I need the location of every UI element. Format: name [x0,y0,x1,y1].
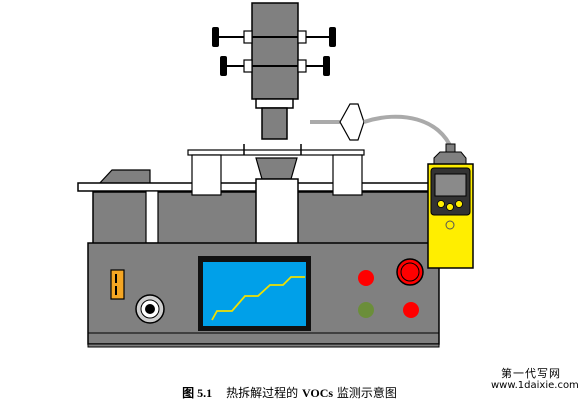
knob-icon [220,56,227,76]
support-plate [187,149,365,156]
press-column [251,2,299,100]
figure-number: 图 5.1 [182,386,213,400]
emergency-stop-icon [396,258,424,286]
gas-detector-icon [427,143,474,269]
left-post [145,190,159,244]
temperature-curve [211,276,305,321]
crucible [255,157,298,180]
heating-head-collar [255,98,294,109]
clamp-rod-upper [212,27,336,47]
knob-icon [323,56,330,76]
caption-text-bold: VOCs [301,386,334,400]
crucible-base [255,178,299,245]
sampling-tube [363,114,454,151]
monitor-screen [198,256,311,331]
sampling-probe-icon [310,103,454,151]
knob-icon [212,27,219,47]
right-clamp-block [332,154,363,196]
knob-icon [329,27,336,47]
watermark: 第一代写网 www.1daixie.com [491,367,579,392]
indicator-red-1 [358,270,374,286]
press-assembly [212,2,336,140]
work-table [77,144,445,245]
indicator-green [358,302,374,318]
left-clamp-block [191,154,222,196]
watermark-url: www.1daixie.com [491,380,579,391]
clamp-rod-lower [220,56,330,76]
control-buttons [358,258,424,318]
power-switch-icon [110,269,125,300]
watermark-title: 第一代写网 [501,367,561,380]
control-knob [135,294,165,324]
figure-caption: 图 5.1 热拆解过程的 VOCs 监测示意图 [0,384,579,401]
cabinet-base [87,343,440,348]
caption-text-post: 监测示意图 [333,386,397,400]
indicator-red-2 [403,302,419,318]
caption-text-pre: 热拆解过程的 [226,386,302,400]
heating-head-nozzle [261,107,288,140]
